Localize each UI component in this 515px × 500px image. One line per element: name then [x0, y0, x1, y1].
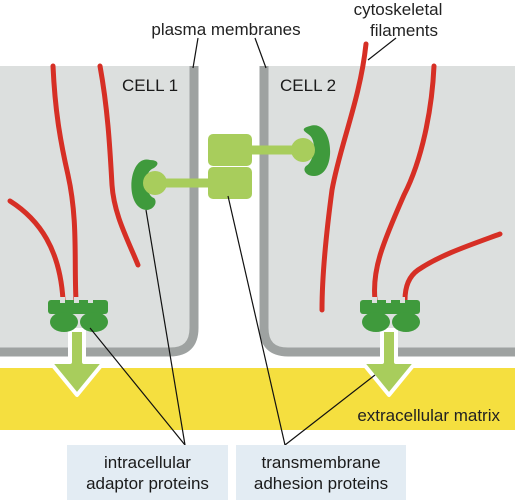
leader-filaments [367, 37, 397, 61]
filament [50, 63, 79, 303]
leader-lines [89, 37, 397, 446]
label-extracellular-matrix: extracellular matrix [357, 406, 500, 425]
caption-adhesion-line-2: adhesion proteins [253, 474, 389, 493]
leader-adaptor-1 [145, 209, 186, 446]
cell-1-body [0, 66, 194, 352]
adaptor-protein-cell-2 [303, 125, 331, 176]
caption-intracellular-adaptor-proteins: intracellular adaptor proteins [67, 445, 228, 500]
caption-adhesion-line-1: transmembrane [261, 453, 381, 472]
adaptor-cluster-cell-1 [48, 297, 108, 332]
adhesion-complex-cell-2 [208, 125, 331, 176]
label-cytoskeletal: cytoskeletal [354, 0, 443, 19]
adhesion-arrow-cell-1 [48, 328, 106, 397]
filament [7, 198, 66, 303]
leader-adaptor-2 [89, 327, 186, 446]
leader-adhesion-2 [284, 374, 376, 446]
filament [319, 41, 369, 313]
label-cell-2: CELL 2 [280, 76, 336, 95]
caption-transmembrane-adhesion-proteins: transmembrane adhesion proteins [236, 445, 406, 500]
adaptor-cluster-cell-2 [360, 297, 420, 332]
label-filaments: filaments [370, 21, 438, 40]
label-plasma-membranes: plasma membranes [151, 20, 300, 39]
adhesion-arrow-cell-2 [360, 328, 418, 397]
cell-1-filaments [7, 63, 141, 303]
transmembrane-protein-upper [208, 134, 252, 166]
filament [97, 63, 141, 268]
cell-2-plasma-membrane [259, 66, 515, 357]
label-cell-1: CELL 1 [122, 76, 178, 95]
leader-adhesion-1 [227, 195, 286, 446]
cell-2-filaments [319, 41, 503, 313]
transmembrane-protein-lower [208, 167, 252, 199]
caption-adaptor-line-1: intracellular [104, 453, 191, 472]
adhesion-complex-cell-1 [131, 159, 252, 210]
caption-adaptor-line-2: adaptor proteins [86, 474, 209, 493]
leader-membrane-1 [192, 37, 199, 69]
filament [402, 231, 503, 303]
leader-membrane-2 [254, 37, 267, 69]
filament [372, 63, 437, 303]
